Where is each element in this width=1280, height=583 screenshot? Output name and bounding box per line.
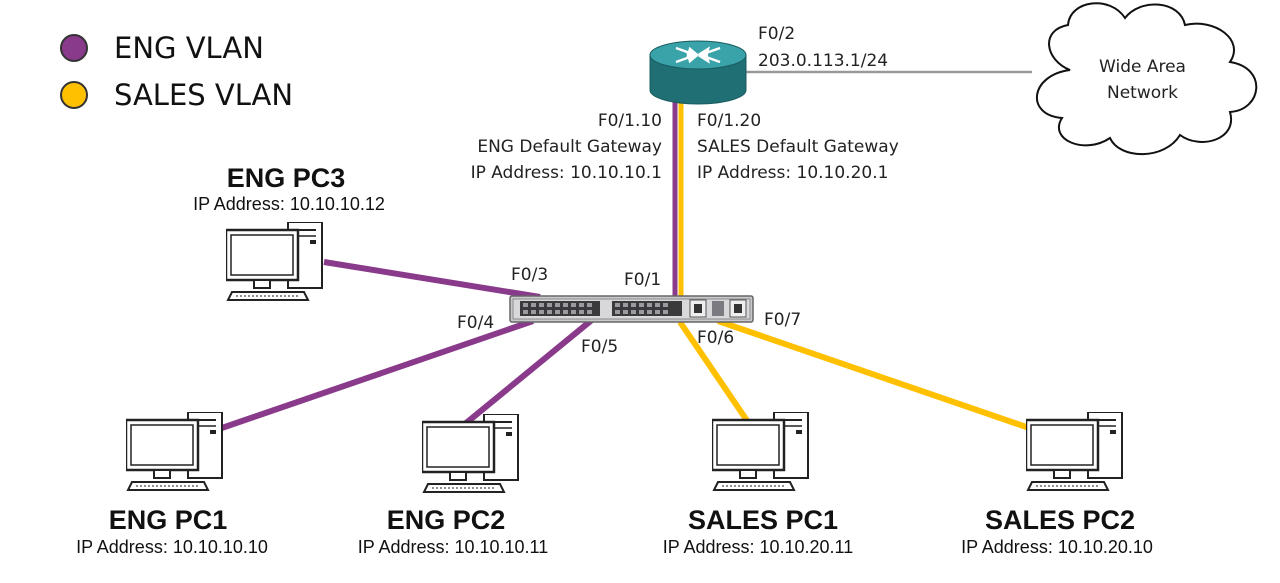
eng-pc1-name: ENG PC1: [108, 505, 228, 535]
router-wan-port-label: F0/2: [758, 24, 796, 44]
router-eng-ip-label: IP Address: 10.10.10.1: [470, 163, 662, 183]
sales-pc1-name: SALES PC1: [687, 505, 839, 535]
sales-vlan-swatch: [60, 81, 88, 109]
eng-pc1-ip: IP Address: 10.10.10.10: [76, 537, 268, 557]
link-f05-eng-pc2: [458, 316, 595, 431]
eng-pc3-name: ENG PC3: [226, 163, 346, 193]
router-wan-ip-label: 203.0.113.1/24: [758, 51, 889, 71]
link-f06-sales-pc1: [677, 320, 753, 427]
port-label-f07: F0/7: [764, 310, 802, 330]
legend-item-eng: ENG VLAN: [60, 31, 264, 65]
eng-pc3-ip: IP Address: 10.10.10.12: [193, 194, 385, 214]
switch-icon[interactable]: [509, 295, 754, 323]
port-label-f06: F0/6: [697, 328, 735, 348]
port-label-f05: F0/5: [581, 337, 619, 357]
eng-pc1-computer-icon[interactable]: [126, 412, 224, 492]
router-sales-ip-label: IP Address: 10.10.20.1: [697, 163, 889, 183]
link-f07-sales-pc2: [717, 318, 1036, 433]
port-label-f01: F0/1: [624, 270, 662, 290]
eng-pc2-ip: IP Address: 10.10.10.11: [357, 537, 549, 557]
wan-cloud-label: Wide Area Network: [1085, 54, 1200, 106]
eng-pc2-name: ENG PC2: [386, 505, 506, 535]
legend-label-sales: SALES VLAN: [114, 78, 294, 112]
port-label-f04: F0/4: [457, 313, 495, 333]
router-sales-subif-label: F0/1.20: [697, 111, 762, 131]
wan-cloud-icon: [1035, 2, 1258, 156]
wan-cloud-line2: Network: [1107, 83, 1178, 103]
link-f04-eng-pc1: [215, 318, 534, 433]
router-icon[interactable]: [649, 40, 747, 105]
eng-pc3-computer-icon[interactable]: [226, 222, 324, 302]
port-label-f03: F0/3: [511, 265, 549, 285]
legend-item-sales: SALES VLAN: [60, 78, 293, 112]
sales-pc1-computer-icon[interactable]: [712, 412, 810, 492]
sales-pc2-computer-icon[interactable]: [1026, 412, 1124, 492]
wan-cloud-line1: Wide Area: [1099, 57, 1186, 77]
eng-pc2-computer-icon[interactable]: [422, 414, 520, 494]
link-f03-eng-pc3: [323, 259, 541, 300]
sales-pc1-ip: IP Address: 10.10.20.11: [662, 537, 854, 557]
router-eng-gateway-label: ENG Default Gateway: [477, 137, 662, 157]
eng-vlan-swatch: [60, 34, 88, 62]
sales-pc2-name: SALES PC2: [984, 505, 1136, 535]
router-sales-gateway-label: SALES Default Gateway: [697, 137, 899, 157]
router-eng-subif-label: F0/1.10: [597, 111, 662, 131]
sales-pc2-ip: IP Address: 10.10.20.10: [961, 537, 1153, 557]
legend-label-eng: ENG VLAN: [114, 31, 264, 65]
